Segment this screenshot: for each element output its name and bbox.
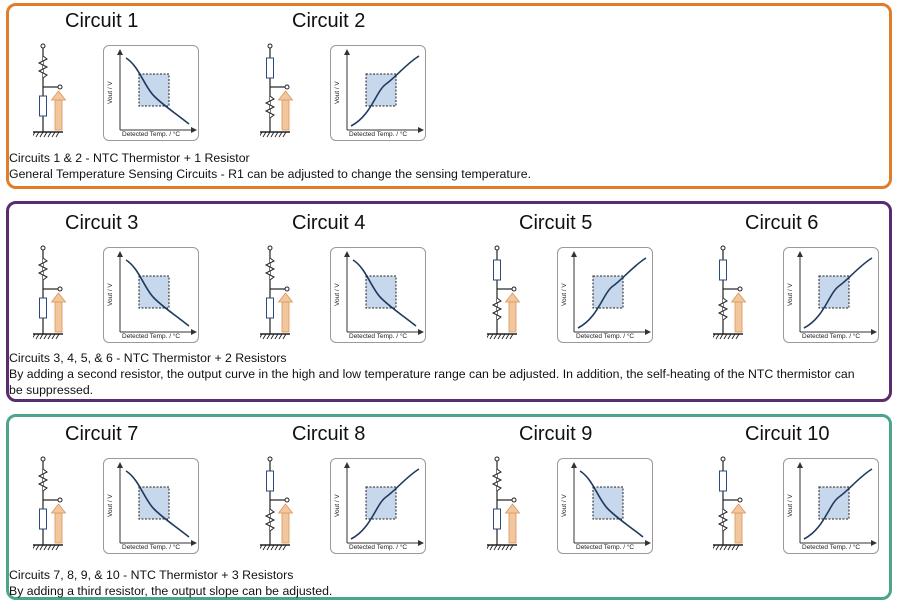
output-graph: Vout / V Detected Temp. / °C [557, 458, 653, 554]
output-graph: Vout / V Detected Temp. / °C [330, 45, 426, 141]
output-graph: Vout / V Detected Temp. / °C [783, 247, 879, 343]
description-body: General Temperature Sensing Circuits - R… [9, 167, 532, 181]
graph-plot [571, 251, 651, 335]
schematic-lines [713, 245, 747, 340]
circuit-schematic [260, 43, 294, 138]
graph-x-label: Detected Temp. / °C [349, 544, 408, 551]
circuit-schematic [33, 43, 67, 138]
panel-description: Circuits 3, 4, 5, & 6 - NTC Thermistor +… [9, 350, 869, 398]
schematic-lines [33, 43, 67, 138]
output-graph: Vout / V Detected Temp. / °C [557, 247, 653, 343]
panel-description: Circuits 7, 8, 9, & 10 - NTC Thermistor … [9, 567, 869, 599]
description-title: Circuits 1 & 2 - NTC Thermistor + 1 Resi… [9, 151, 250, 165]
circuit-schematic [260, 456, 294, 551]
graph-x-label: Detected Temp. / °C [122, 333, 181, 340]
circuit-title: Circuit 6 [745, 212, 819, 234]
graph-x-label: Detected Temp. / °C [122, 544, 181, 551]
description-title: Circuits 7, 8, 9, & 10 - NTC Thermistor … [9, 568, 294, 582]
output-graph: Vout / V Detected Temp. / °C [330, 247, 426, 343]
graph-plot [797, 251, 877, 335]
graph-plot [797, 462, 877, 546]
circuit-title: Circuit 8 [292, 423, 366, 445]
graph-x-label: Detected Temp. / °C [349, 333, 408, 340]
circuit-title: Circuit 2 [292, 10, 366, 32]
graph-y-label: Vout / V [561, 283, 568, 306]
graph-x-label: Detected Temp. / °C [576, 333, 635, 340]
schematic-lines [713, 456, 747, 551]
graph-plot [117, 49, 197, 133]
circuit-title: Circuit 3 [65, 212, 139, 234]
output-graph: Vout / V Detected Temp. / °C [330, 458, 426, 554]
description-body: By adding a third resistor, the output s… [9, 584, 333, 598]
circuit-schematic [487, 456, 521, 551]
graph-x-label: Detected Temp. / °C [802, 544, 861, 551]
circuit-schematic [713, 245, 747, 340]
output-graph: Vout / V Detected Temp. / °C [103, 247, 199, 343]
graph-plot [344, 49, 424, 133]
schematic-lines [260, 245, 294, 340]
circuit-title: Circuit 9 [519, 423, 593, 445]
graph-plot [344, 462, 424, 546]
graph-y-label: Vout / V [334, 494, 341, 517]
circuit-schematic [487, 245, 521, 340]
graph-y-label: Vout / V [334, 81, 341, 104]
graph-y-label: Vout / V [107, 283, 114, 306]
graph-plot [571, 462, 651, 546]
panel-description: Circuits 1 & 2 - NTC Thermistor + 1 Resi… [9, 150, 869, 182]
graph-y-label: Vout / V [107, 494, 114, 517]
graph-y-label: Vout / V [787, 283, 794, 306]
schematic-lines [487, 245, 521, 340]
output-graph: Vout / V Detected Temp. / °C [783, 458, 879, 554]
graph-x-label: Detected Temp. / °C [122, 131, 181, 138]
schematic-lines [260, 43, 294, 138]
description-body: By adding a second resistor, the output … [9, 367, 855, 397]
schematic-lines [260, 456, 294, 551]
graph-y-label: Vout / V [334, 283, 341, 306]
circuit-schematic [260, 245, 294, 340]
graph-plot [344, 251, 424, 335]
graph-x-label: Detected Temp. / °C [349, 131, 408, 138]
circuit-title: Circuit 5 [519, 212, 593, 234]
circuit-title: Circuit 4 [292, 212, 366, 234]
schematic-lines [33, 456, 67, 551]
circuit-schematic [713, 456, 747, 551]
graph-plot [117, 462, 197, 546]
circuit-title: Circuit 10 [745, 423, 830, 445]
description-title: Circuits 3, 4, 5, & 6 - NTC Thermistor +… [9, 351, 287, 365]
circuit-schematic [33, 245, 67, 340]
graph-plot [117, 251, 197, 335]
graph-y-label: Vout / V [561, 494, 568, 517]
circuit-schematic [33, 456, 67, 551]
schematic-lines [33, 245, 67, 340]
output-graph: Vout / V Detected Temp. / °C [103, 458, 199, 554]
graph-y-label: Vout / V [787, 494, 794, 517]
circuit-title: Circuit 1 [65, 10, 139, 32]
graph-x-label: Detected Temp. / °C [802, 333, 861, 340]
schematic-lines [487, 456, 521, 551]
graph-x-label: Detected Temp. / °C [576, 544, 635, 551]
output-graph: Vout / V Detected Temp. / °C [103, 45, 199, 141]
graph-y-label: Vout / V [107, 81, 114, 104]
circuit-title: Circuit 7 [65, 423, 139, 445]
